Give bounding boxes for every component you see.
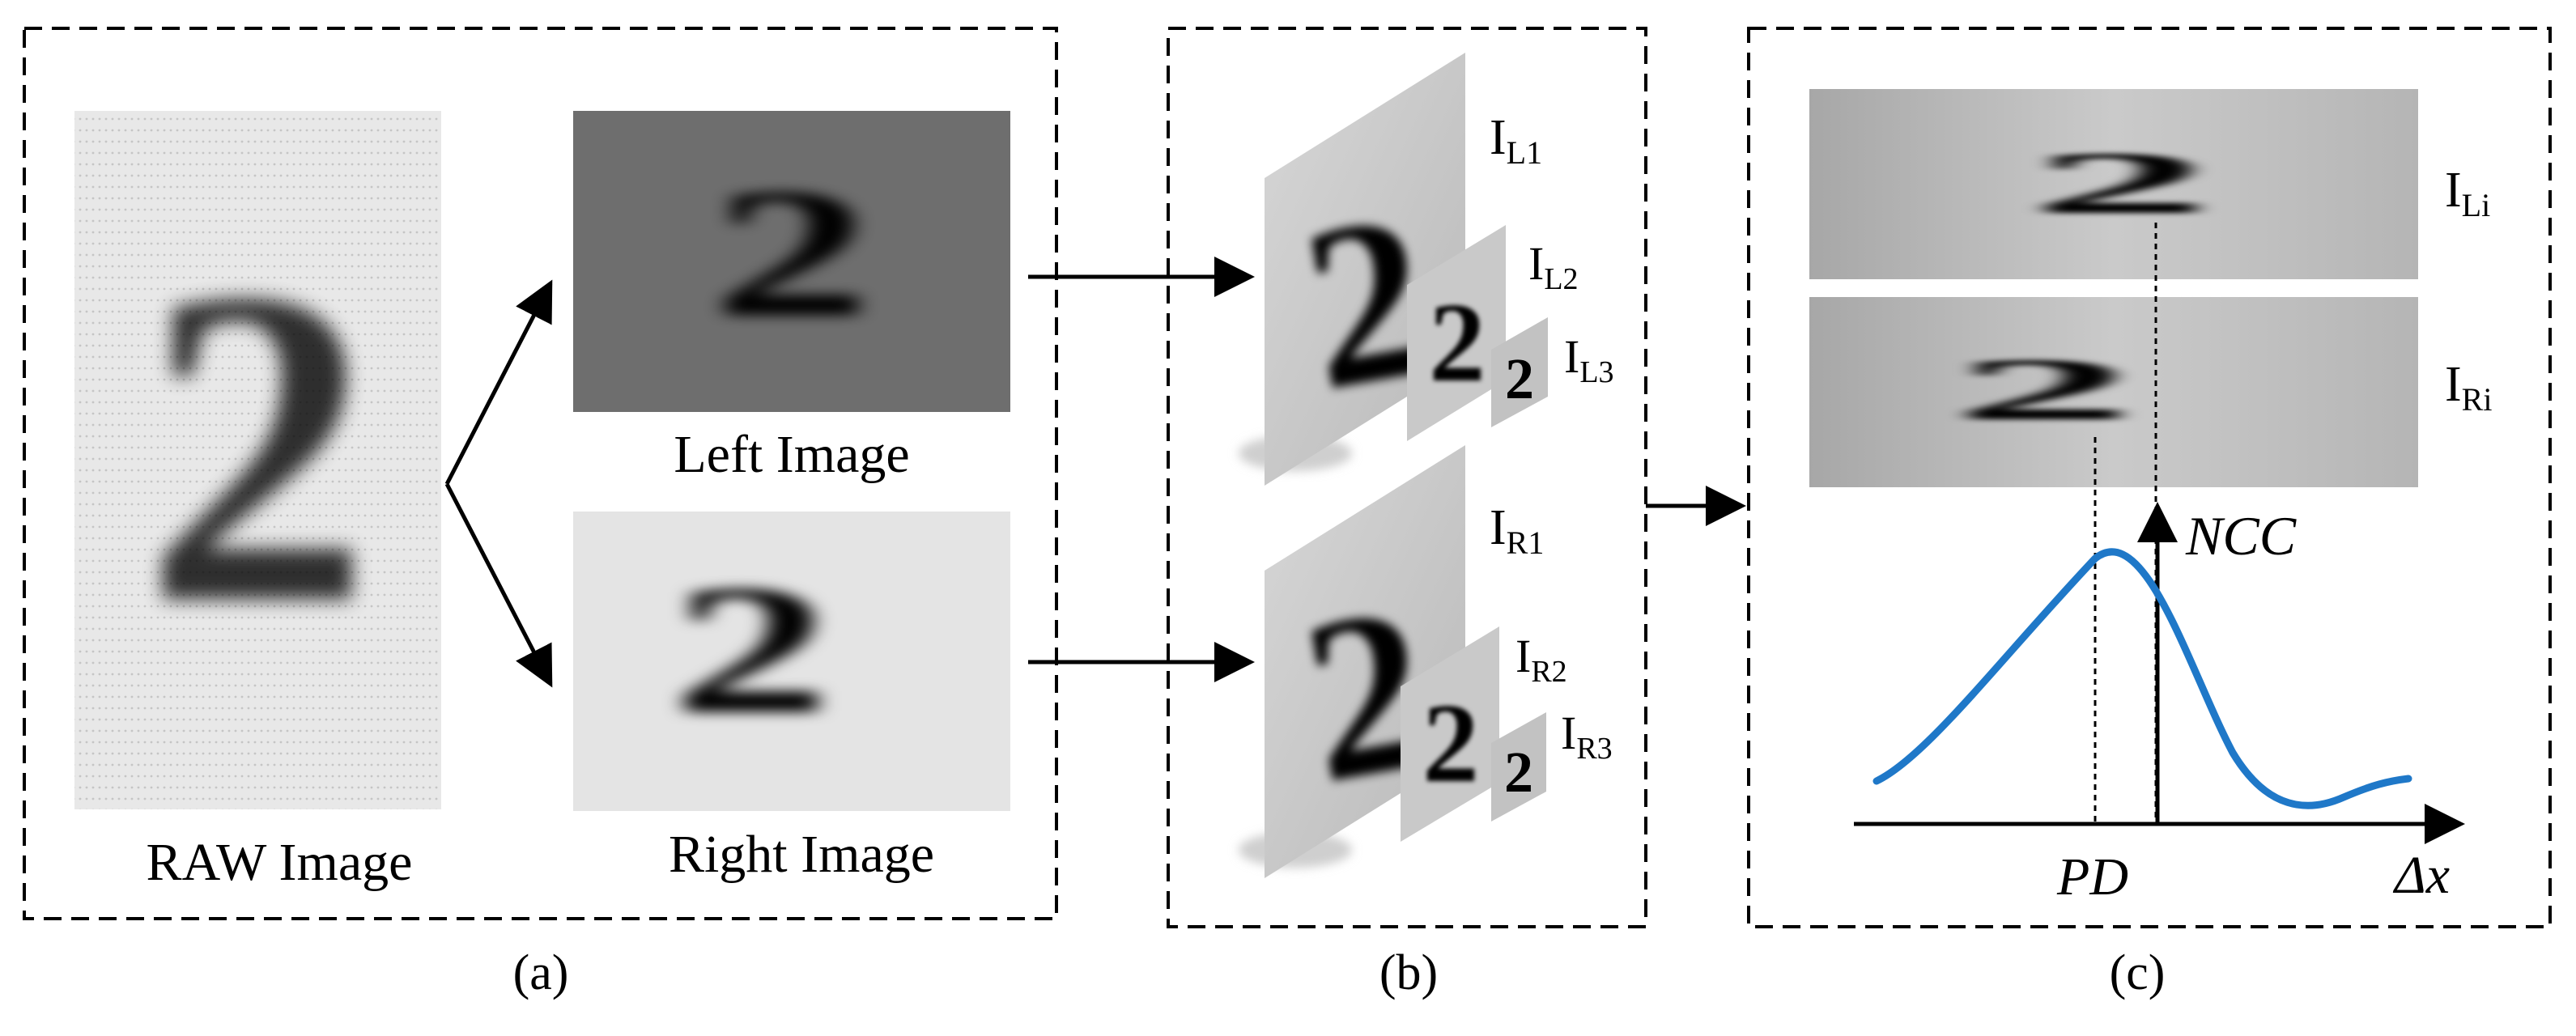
label-il1-base: I [1490,110,1507,165]
pyramid-r3-digit: 2 [1504,740,1533,805]
label-il2: IL2 [1528,237,1579,296]
panel-a: 2 RAW Image 2 Left Image 2 Right Image (… [23,27,1058,1000]
label-ir2-base: I [1515,630,1531,682]
pyramid-r2-digit: 2 [1422,681,1479,806]
left-image: 2 [573,111,1010,412]
label-ir3: IR3 [1561,707,1613,766]
right-patch: 2 [1809,297,2418,487]
ncc-curve [1872,548,2412,809]
panel-c-label: (c) [2110,945,2166,1000]
pyramid-level-r3: 2 [1491,712,1546,822]
label-il2-sub: L2 [1544,262,1578,296]
left-patch-digit: 2 [2032,134,2210,232]
arrow-raw-to-left [444,279,553,486]
label-iri-base: I [2445,357,2462,412]
pyramid-level-r2: 2 [1401,626,1499,842]
label-ir2-sub: R2 [1531,655,1566,689]
pyramid-level-l3: 2 [1491,317,1548,427]
label-ili-sub: Li [2462,187,2491,223]
label-il3: IL3 [1564,330,1614,389]
panel-a-label: (a) [513,945,569,1000]
label-ir2: IR2 [1515,630,1567,689]
label-ir1-sub: R1 [1507,524,1545,561]
pd-label: PD [2056,847,2128,906]
right-pyramid: 2 2 2 [1239,445,1546,878]
raw-image-digit: 2 [144,196,371,698]
label-il2-base: I [1528,237,1544,290]
right-image: 2 [573,512,1010,811]
label-iri: IRi [2445,357,2492,418]
arrow-raw-to-right [444,482,553,688]
panel-c: 2 ILi 2 IRi NCC PD Δx (c) [1747,27,2552,1000]
left-pyramid: 2 2 2 [1239,53,1548,486]
right-image-caption: Right Image [669,825,934,884]
left-image-digit: 2 [712,151,871,356]
pyramid-level-l2: 2 [1407,225,1506,441]
pyramid-l3-digit: 2 [1505,346,1534,411]
left-image-caption: Left Image [674,425,909,484]
panel-b: 2 2 2 IL1 IL2 IL3 2 [1167,27,1647,1000]
ncc-axis-label: NCC [2185,505,2297,567]
label-il3-base: I [1564,330,1579,383]
left-patch: 2 [1809,89,2418,279]
panel-c-border [1747,27,2552,928]
label-il1: IL1 [1490,110,1542,171]
label-ir1-base: I [1490,500,1507,555]
label-ili: ILi [2445,163,2490,223]
panel-b-label: (b) [1379,945,1438,1000]
right-image-digit: 2 [672,547,831,753]
label-il1-sub: L1 [1507,134,1542,171]
label-ir3-sub: R3 [1576,732,1612,766]
label-ili-base: I [2445,163,2462,218]
label-ir1: IR1 [1490,500,1544,561]
label-ir3-base: I [1561,707,1576,759]
label-il3-sub: L3 [1579,355,1613,389]
right-patch-digit: 2 [1955,340,2133,439]
panel-a-border [23,27,1058,920]
raw-image-caption: RAW Image [147,833,413,892]
delta-x-label: Δx [2392,846,2450,905]
label-iri-sub: Ri [2462,381,2493,418]
pyramid-l2-digit: 2 [1429,280,1486,405]
raw-image: 2 [74,111,441,809]
